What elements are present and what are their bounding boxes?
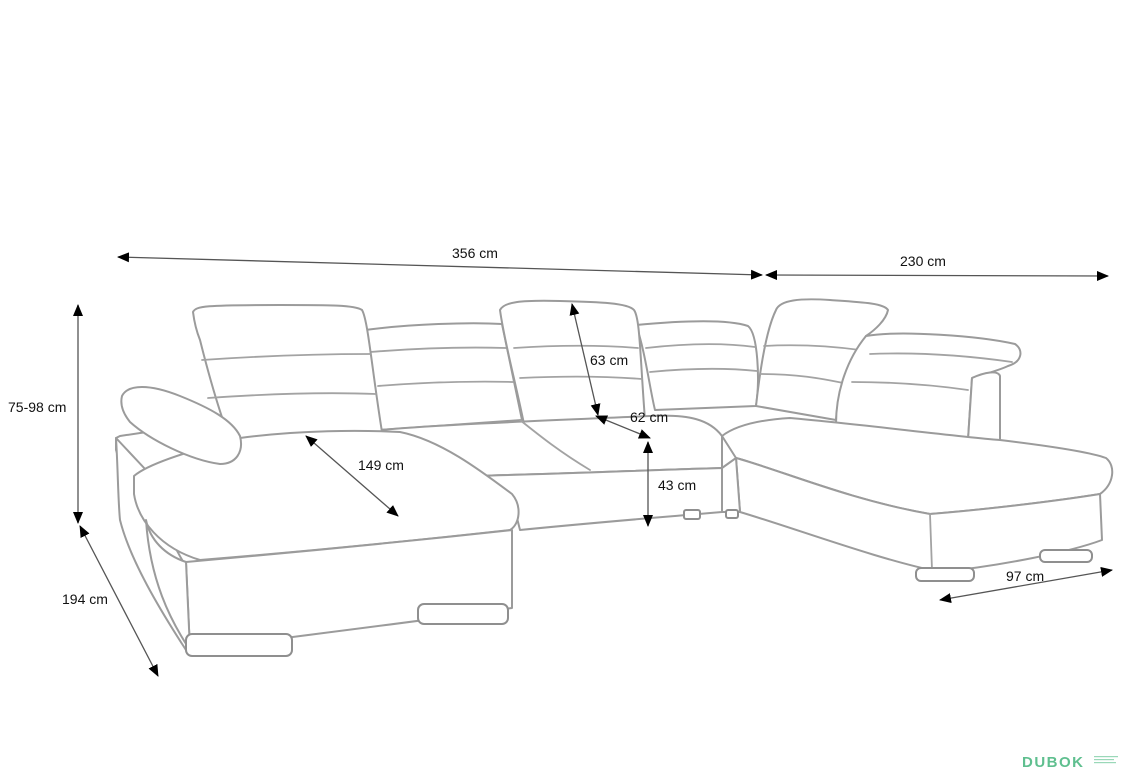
sofa-outline (115, 298, 1114, 657)
label-seat-height: 43 cm (658, 477, 696, 493)
logo-wordmark: DUBOK (1022, 754, 1085, 771)
right-arm-post (967, 371, 1001, 441)
label-right-width: 230 cm (900, 253, 946, 269)
dubok-logo: DUBOK (1022, 754, 1118, 771)
left-headrest (192, 304, 383, 441)
center-right-base-joint (721, 457, 741, 513)
dimension-labels: 356 cm 230 cm 75-98 cm 194 cm 149 cm 63 … (8, 245, 1044, 607)
label-chaise-length: 149 cm (358, 457, 404, 473)
dim-line-seat-depth (595, 415, 651, 439)
dimension-lines (73, 252, 1113, 677)
label-seat-depth: 62 cm (630, 409, 668, 425)
label-left-depth: 194 cm (62, 591, 108, 607)
leg (683, 509, 701, 520)
dim-line-backrest-height (569, 303, 601, 416)
center-back-cushion-right (635, 320, 759, 411)
dim-line-chaise-length (305, 435, 399, 517)
leg (915, 567, 975, 582)
leg (185, 633, 293, 657)
dim-line-right-width (765, 270, 1109, 281)
dim-line-left-depth (79, 525, 159, 677)
right-chaise-base (735, 457, 1103, 573)
label-height: 75-98 cm (8, 399, 66, 415)
leg (417, 603, 509, 625)
right-corner-backrest (755, 298, 889, 421)
dim-line-total-width (117, 252, 763, 280)
label-total-width: 356 cm (452, 245, 498, 261)
dim-line-right-depth (939, 566, 1113, 604)
label-right-depth: 97 cm (1006, 568, 1044, 584)
leg (1039, 549, 1093, 563)
left-armrest-pillow (120, 386, 242, 465)
left-back-cushion (364, 322, 523, 431)
leg (725, 509, 739, 519)
label-backrest-height: 63 cm (590, 352, 628, 368)
